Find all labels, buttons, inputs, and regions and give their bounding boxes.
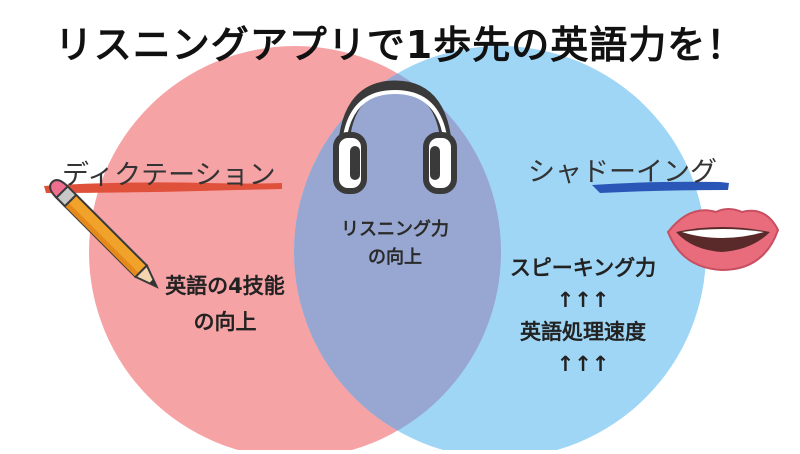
right-text-arrows: ↑↑↑	[556, 288, 610, 312]
right-text-line: 英語処理速度	[520, 320, 646, 344]
right-circle-heading: シャドーイング	[528, 157, 717, 188]
left-circle-text: 英語の4技能 の向上	[120, 268, 330, 340]
lips-icon	[666, 208, 780, 272]
right-heading-underline	[592, 181, 729, 193]
pencil-icon	[49, 179, 159, 289]
right-text-arrows: ↑↑↑	[556, 352, 610, 376]
overlap-text: リスニング力 の向上	[320, 216, 470, 272]
headphones-icon	[333, 80, 457, 194]
right-circle-text: スピーキング力 ↑↑↑ 英語処理速度 ↑↑↑	[478, 252, 688, 380]
left-circle-heading: ディクテーション	[62, 160, 276, 191]
left-text-line: 英語の4技能	[165, 274, 285, 298]
overlap-text-line: リスニング力	[341, 219, 449, 240]
overlap-text-line: の向上	[368, 247, 422, 268]
page-title: リスニングアプリで1歩先の英語力を！	[54, 23, 746, 67]
left-heading-underline	[44, 182, 282, 193]
overlap-region	[294, 46, 501, 454]
left-text-line: の向上	[193, 310, 257, 334]
right-text-line: スピーキング力	[509, 256, 657, 280]
